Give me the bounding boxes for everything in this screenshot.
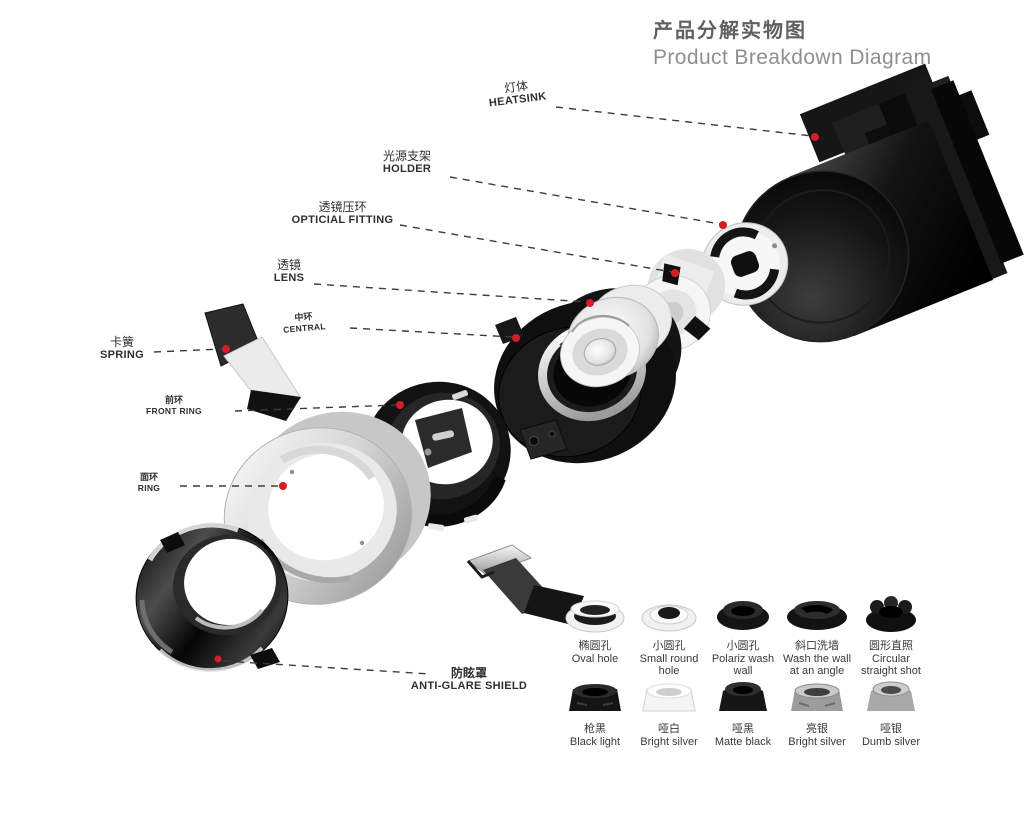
leader-dots (214, 133, 819, 663)
label-anti-glare-shield: 防眩罩 ANTI-GLARE SHIELD (390, 666, 548, 694)
variant-polariz-wash-wall-cn: 小圆孔 (726, 640, 760, 652)
label-spring-cn: 卡簧 (109, 335, 134, 349)
page-title: 产品分解实物图 Product Breakdown Diagram (653, 14, 931, 70)
page-title-en: Product Breakdown Diagram (653, 46, 932, 69)
label-optical-fitting-en: OPTICIAL FITTING (291, 214, 394, 227)
label-spring: 卡簧 SPRING (78, 335, 166, 363)
variant-oval-hole-cn: 椭圆孔 (578, 640, 612, 652)
variant-small-round-hole-cn: 小圆孔 (652, 640, 686, 652)
label-lens-en: LENS (273, 272, 305, 285)
variant-bright-silver-cn: 亮银 (806, 723, 828, 735)
spring-part (204, 303, 302, 421)
variant-angled-wash-wall-image (785, 592, 849, 634)
spring-bracket-part (466, 544, 584, 625)
label-lens: 透镜 LENS (253, 258, 325, 286)
label-front-ring-cn: 前环 (164, 395, 183, 405)
variant-row-hole-types: 椭圆孔 Oval hole 小圆孔 Small round hole 小圆孔 P… (558, 592, 928, 677)
variant-bright-silver-en: Bright silver (788, 736, 846, 748)
variant-small-round-hole: 小圆孔 Small round hole (632, 592, 706, 677)
variant-black-light-en: Black light (569, 736, 621, 748)
variant-dumb-silver-image (859, 675, 923, 717)
label-front-ring: 前环 FRONT RING (124, 395, 224, 416)
variant-polariz-wash-wall-en: Polariz wash wall (711, 653, 775, 678)
variant-polariz-wash-wall-image (711, 592, 775, 634)
page-title-cn: 产品分解实物图 (653, 20, 807, 42)
variant-angled-wash-wall-cn: 斜口洗墙 (795, 640, 839, 652)
label-lens-cn: 透镜 (276, 258, 301, 272)
label-anti-glare-shield-en: ANTI-GLARE SHIELD (410, 680, 528, 693)
label-ring-en: RING (137, 482, 161, 493)
variant-dumb-silver-en: Dumb silver (861, 736, 921, 748)
label-holder: 光源支架 HOLDER (357, 149, 457, 177)
variant-bright-silver-image (785, 675, 849, 717)
variant-matte-black-en: Matte black (714, 736, 772, 748)
variant-oval-hole-en: Oval hole (571, 653, 619, 665)
variant-bright-silver: 亮银 Bright silver (780, 675, 854, 748)
variant-dumb-silver-cn: 哑银 (880, 723, 902, 735)
label-holder-en: HOLDER (382, 163, 432, 176)
variant-matte-black-cn: 哑黑 (732, 723, 754, 735)
variant-circular-straight-en: Circular straight shot (861, 653, 921, 678)
variant-matte-white-cn: 哑白 (658, 723, 680, 735)
label-spring-en: SPRING (100, 349, 144, 362)
variant-black-light-image (563, 675, 627, 717)
heatsink-part (734, 63, 1024, 343)
variant-circular-straight-cn: 圆形直照 (869, 640, 913, 652)
variant-matte-black-image (711, 675, 775, 717)
variant-small-round-hole-image (637, 592, 701, 634)
variant-oval-hole: 椭圆孔 Oval hole (558, 592, 632, 677)
variant-matte-white-en: Bright silver (640, 736, 698, 748)
variant-circular-straight: 圆形直照 Circular straight shot (854, 592, 928, 677)
label-front-ring-en: FRONT RING (146, 405, 202, 416)
variant-black-light: 枪黑 Black light (558, 675, 632, 748)
lens-part (560, 284, 672, 388)
variant-matte-black: 哑黑 Matte black (706, 675, 780, 748)
label-optical-fitting: 透镜压环 OPTICIAL FITTING (285, 200, 400, 228)
label-holder-cn: 光源支架 (382, 149, 431, 163)
variant-oval-hole-image (563, 592, 627, 634)
variant-matte-white-image (637, 675, 701, 717)
variant-matte-white: 哑白 Bright silver (632, 675, 706, 748)
variant-dumb-silver: 哑银 Dumb silver (854, 675, 928, 748)
label-anti-glare-shield-cn: 防眩罩 (450, 666, 487, 680)
variant-polariz-wash-wall: 小圆孔 Polariz wash wall (706, 592, 780, 677)
variant-angled-wash-wall-en: Wash the wall at an angle (782, 653, 852, 678)
leader-lines (153, 106, 813, 675)
variant-row-finishes: 枪黑 Black light 哑白 Bright silver 哑黑 Matte… (558, 675, 928, 748)
label-ring: 面环 RING (103, 472, 195, 493)
variant-circular-straight-image (859, 592, 923, 634)
variant-small-round-hole-en: Small round hole (639, 653, 699, 678)
label-ring-cn: 面环 (139, 472, 158, 482)
anti-glare-shield-part (135, 522, 289, 673)
variant-black-light-cn: 枪黑 (584, 723, 606, 735)
label-optical-fitting-cn: 透镜压环 (318, 200, 367, 214)
variant-angled-wash-wall: 斜口洗墙 Wash the wall at an angle (780, 592, 854, 677)
